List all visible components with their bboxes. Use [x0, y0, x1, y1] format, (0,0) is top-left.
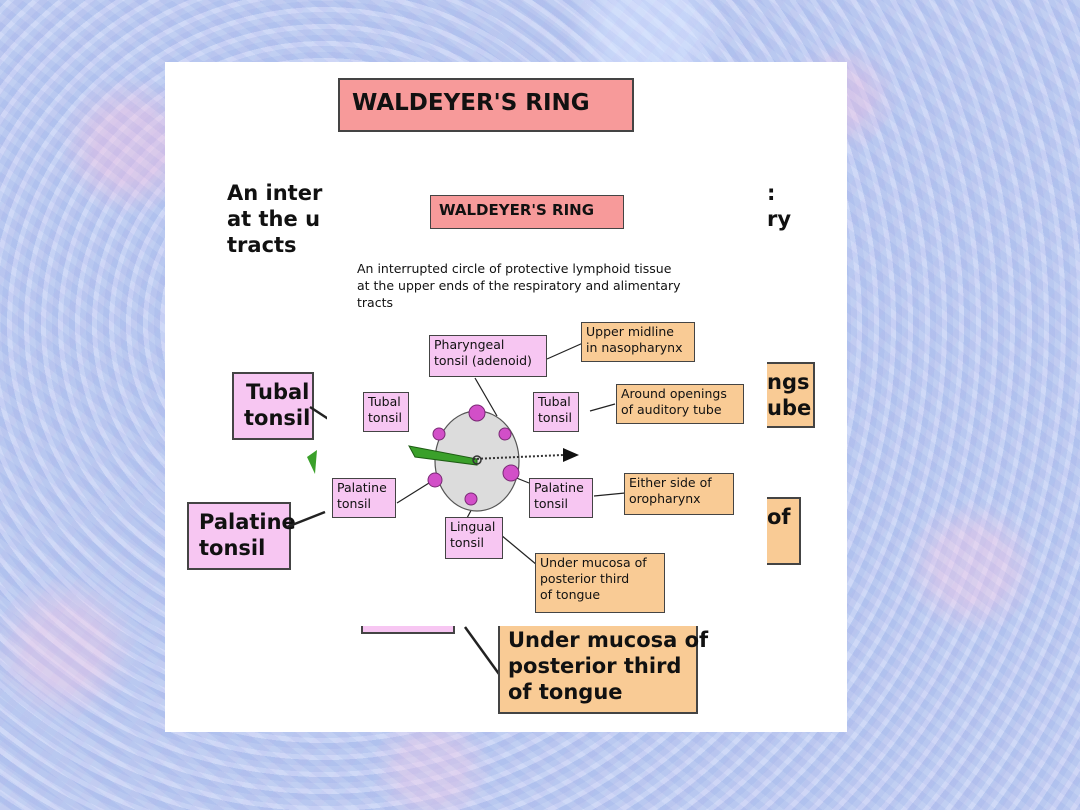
pharyngeal-tonsil-blob	[468, 404, 486, 422]
tubal-tonsil-left-label: Tubal tonsil	[363, 392, 409, 432]
diagram-image: WALDEYER'S RING An interrupted circle of…	[327, 183, 767, 626]
large-desc-colon: :	[767, 181, 776, 205]
label-line: Around openings	[621, 386, 727, 401]
large-tubal-l2: tonsil	[244, 406, 311, 430]
large-desc-line2: at the u	[227, 207, 321, 231]
label-line: tonsil	[538, 410, 572, 425]
description-line: tracts	[357, 295, 393, 310]
tubal-tonsil-right-label: Tubal tonsil	[533, 392, 579, 432]
large-around-l2: ube	[767, 396, 812, 420]
label-line: tonsil (adenoid)	[434, 353, 532, 368]
label-line: Tubal	[368, 394, 401, 409]
label-line: tonsil	[450, 535, 484, 550]
palatine-tonsil-left-label: Palatine tonsil	[332, 478, 396, 518]
tubal-tonsil-left-blob	[432, 427, 446, 441]
large-desc-right: ry	[767, 207, 792, 231]
label-line: in nasopharynx	[586, 340, 683, 355]
large-title-box: WALDEYER'S RING	[338, 78, 634, 132]
dashed-path	[472, 454, 564, 460]
label-line: of tongue	[540, 587, 601, 602]
large-desc-line3: tracts	[227, 233, 297, 257]
label-line: Palatine	[337, 480, 387, 495]
large-tubal-l1: Tubal	[246, 380, 310, 404]
around-openings-label: Around openings of auditory tube	[616, 384, 744, 424]
diagram-description: An interrupted circle of protective lymp…	[357, 260, 680, 311]
label-line: oropharynx	[629, 491, 701, 506]
diagram-title: WALDEYER'S RING	[439, 201, 595, 219]
large-palatine-box: Palatine tonsil	[187, 502, 296, 570]
under-mucosa-label: Under mucosa of posterior third of tongu…	[535, 553, 665, 613]
label-line: tonsil	[534, 496, 568, 511]
large-under-l3: of tongue	[508, 680, 623, 704]
palatine-tonsil-left-blob	[427, 472, 443, 488]
label-line: tonsil	[368, 410, 402, 425]
description-line: at the upper ends of the respiratory and…	[357, 278, 681, 293]
upper-midline-label: Upper midline in nasopharynx	[581, 322, 695, 362]
label-line: posterior third	[540, 571, 630, 586]
lingual-tonsil-blob	[464, 492, 478, 506]
label-line: tonsil	[337, 496, 371, 511]
large-desc-line1: An inter	[227, 181, 323, 205]
label-line: Under mucosa of	[540, 555, 647, 570]
palatine-tonsil-right-blob	[502, 464, 520, 482]
lingual-tonsil-label: Lingual tonsil	[445, 517, 503, 559]
center-marker	[472, 455, 482, 465]
large-around-l1: ngs	[767, 370, 810, 394]
either-side-label: Either side of oropharynx	[624, 473, 734, 515]
label-line: Lingual	[450, 519, 496, 534]
large-tubal-box: Tubal tonsil	[232, 372, 314, 440]
large-either-frag: of	[767, 505, 791, 529]
large-under-l1: Under mucosa of	[508, 628, 709, 652]
description-line: An interrupted circle of protective lymp…	[357, 261, 672, 276]
label-line: Either side of	[629, 475, 712, 490]
label-line: Palatine	[534, 480, 584, 495]
palatine-tonsil-right-label: Palatine tonsil	[529, 478, 593, 518]
large-connector-lines	[286, 405, 501, 675]
ring-diagram	[396, 342, 626, 566]
pharyngeal-tonsil-label: Pharyngeal tonsil (adenoid)	[429, 335, 547, 377]
label-line: of auditory tube	[621, 402, 722, 417]
green-tube	[408, 445, 478, 466]
label-line: Pharyngeal	[434, 337, 505, 352]
large-under-l2: posterior third	[508, 654, 682, 678]
large-palatine-l1: Palatine	[199, 510, 296, 534]
large-palatine-l2: tonsil	[199, 536, 266, 560]
label-line: Tubal	[538, 394, 571, 409]
black-arrowhead	[563, 448, 579, 462]
large-title: WALDEYER'S RING	[352, 90, 590, 116]
label-line: Upper midline	[586, 324, 674, 339]
large-under-box: Under mucosa of posterior third of tongu…	[498, 622, 708, 714]
diagram-title-box: WALDEYER'S RING	[430, 195, 624, 229]
tubal-tonsil-right-blob	[498, 427, 512, 441]
